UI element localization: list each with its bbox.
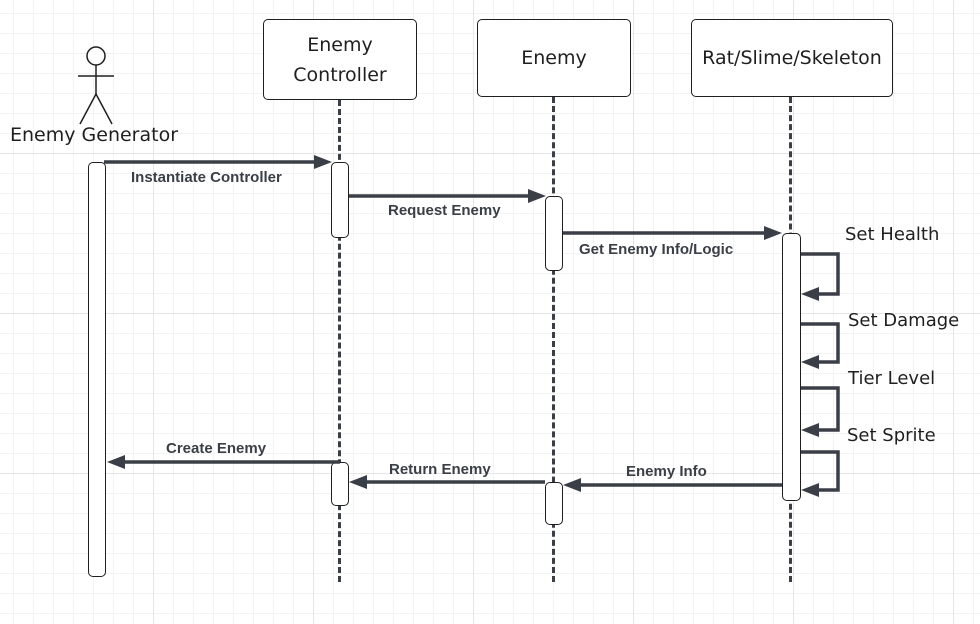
participant-enemy[interactable]: Enemy bbox=[477, 19, 631, 97]
message-label-create-enemy: Create Enemy bbox=[166, 440, 267, 457]
participant-enemy-controller[interactable]: Enemy Controller bbox=[263, 19, 417, 100]
self-label-set-sprite: Set Sprite bbox=[847, 425, 936, 446]
activation-rat-slime-skeleton bbox=[782, 233, 801, 501]
message-label-enemy-info: Enemy Info bbox=[626, 463, 707, 480]
self-label-set-damage: Set Damage bbox=[848, 310, 960, 331]
self-arrow-set-damage bbox=[801, 322, 840, 364]
activation-enemy-2 bbox=[545, 482, 563, 525]
lifeline-enemy-controller bbox=[338, 100, 341, 582]
activation-enemy-controller-1 bbox=[331, 162, 349, 238]
self-arrow-set-sprite bbox=[801, 450, 840, 492]
message-label-request-enemy: Request Enemy bbox=[388, 202, 501, 219]
participant-rat-slime-skeleton[interactable]: Rat/Slime/Skeleton bbox=[691, 19, 893, 97]
self-label-tier-level: Tier Level bbox=[848, 368, 936, 389]
actor-label: Enemy Generator bbox=[10, 124, 179, 146]
lifeline-enemy bbox=[552, 97, 555, 582]
message-label-instantiate-controller: Instantiate Controller bbox=[131, 169, 282, 186]
activation-enemy-1 bbox=[545, 196, 563, 271]
message-label-return-enemy: Return Enemy bbox=[389, 461, 491, 478]
self-arrow-set-health bbox=[801, 252, 840, 296]
actor-figure-icon bbox=[78, 46, 114, 125]
message-label-get-enemy-info: Get Enemy Info/Logic bbox=[579, 241, 734, 258]
self-arrow-tier-level bbox=[801, 386, 840, 432]
activation-enemy-generator bbox=[88, 162, 106, 577]
self-label-set-health: Set Health bbox=[845, 224, 940, 245]
